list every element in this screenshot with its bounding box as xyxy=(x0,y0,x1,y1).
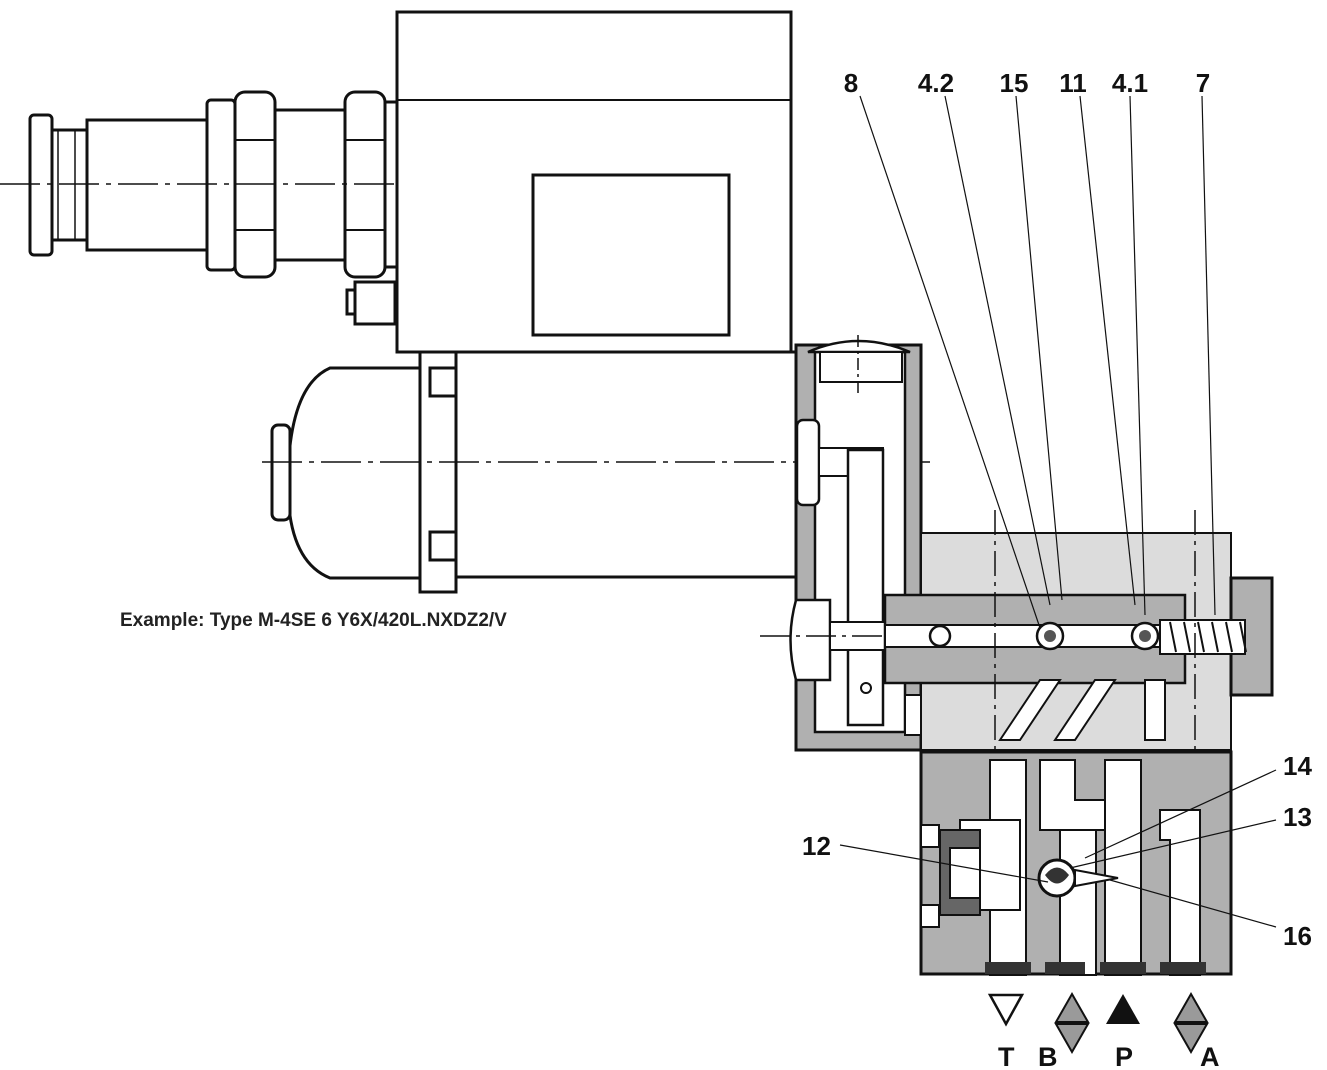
callout-label: 7 xyxy=(1196,68,1210,98)
callout-13: 13 xyxy=(1069,802,1312,869)
port-label: P xyxy=(1115,1042,1133,1070)
callout-label: 4.2 xyxy=(918,68,954,98)
callout-8: 8 xyxy=(844,68,1041,629)
port-label: B xyxy=(1038,1042,1058,1070)
callout-label: 15 xyxy=(1000,68,1029,98)
callout-15: 15 xyxy=(1000,68,1063,601)
callout-label: 11 xyxy=(1059,68,1087,98)
callout-14: 14 xyxy=(1084,751,1312,859)
port-a: A xyxy=(1173,991,1220,1070)
callout-4-1: 4.1 xyxy=(1112,68,1148,616)
callout-label: 12 xyxy=(802,831,831,861)
grey-double-triangle-icon xyxy=(1173,991,1209,1023)
solenoid-coil xyxy=(270,350,798,594)
port-t: T xyxy=(987,993,1025,1070)
port-label: A xyxy=(1200,1042,1220,1070)
actuator-housing xyxy=(789,335,923,752)
callout-7: 7 xyxy=(1196,68,1216,616)
port-label: T xyxy=(998,1042,1015,1070)
outlined-down-triangle-icon xyxy=(987,993,1025,1027)
callout-label: 13 xyxy=(1283,802,1312,832)
port-p: P xyxy=(1106,994,1140,1070)
callout-label: 14 xyxy=(1283,751,1312,781)
callout-label: 4.1 xyxy=(1112,68,1148,98)
callout-label: 8 xyxy=(844,68,858,98)
callout-4-2: 4.2 xyxy=(918,68,1051,606)
subplate xyxy=(919,750,1233,976)
diagram-caption: Example: Type M-4SE 6 Y6X/420L.NXDZ2/V xyxy=(120,610,507,631)
callout-16: 16 xyxy=(1109,879,1312,951)
solenoid-housing xyxy=(395,10,793,354)
plug-connector xyxy=(28,90,399,326)
callout-11: 11 xyxy=(1059,68,1136,606)
valve-body xyxy=(883,510,1274,780)
callout-12: 12 xyxy=(802,831,1049,883)
grey-double-triangle-icon xyxy=(1054,991,1090,1023)
black-up-triangle-icon xyxy=(1106,994,1140,1024)
callout-label: 16 xyxy=(1283,921,1312,951)
port-b: B xyxy=(1038,991,1090,1070)
